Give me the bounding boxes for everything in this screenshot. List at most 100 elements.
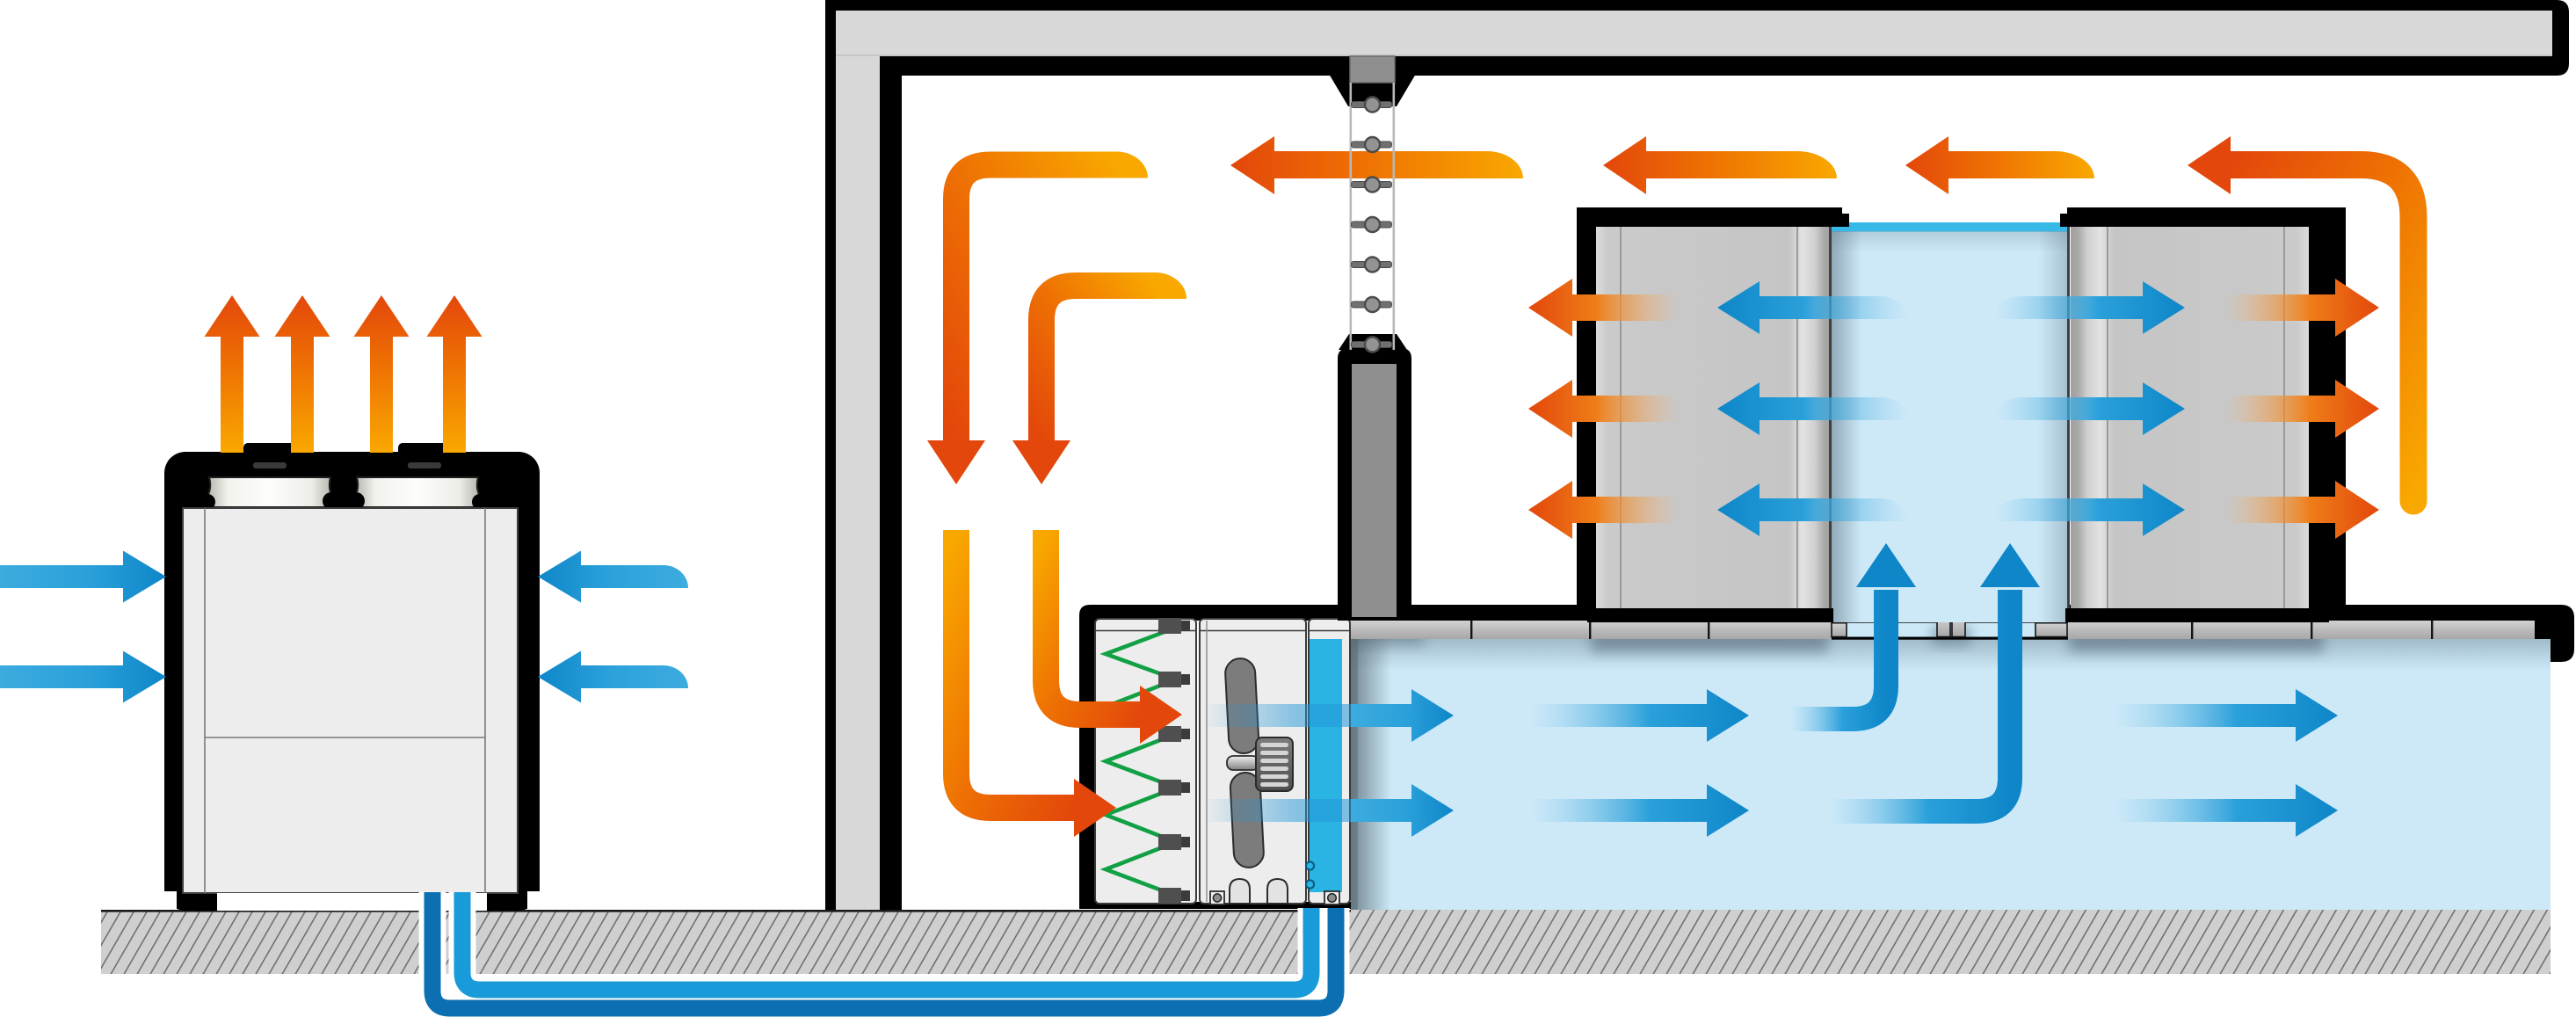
flex-duct-line: [1392, 83, 1396, 350]
coil-union-stub: [1181, 621, 1190, 631]
chiller-underbody-gap: [217, 893, 487, 911]
hot-down-shaft: [943, 151, 1118, 442]
coil-connector: [1158, 726, 1190, 742]
building-structure: [825, 0, 2569, 910]
fan-box-arch: [1229, 877, 1251, 904]
coil-union-stub: [1181, 890, 1190, 901]
hot-tail-swoosh: [1118, 151, 1148, 178]
crac-supply-section: [1304, 618, 1351, 905]
chiller-exhaust-arrows: [204, 295, 483, 453]
blue-arrow-right: [2114, 784, 2338, 837]
aisle-top-shadow: [1832, 231, 2068, 252]
grille-slat: [1260, 751, 1288, 755]
duct-column: [1352, 364, 1397, 617]
hot-arrow-right: [2226, 279, 2379, 337]
plenum-left-edge: [1351, 622, 1358, 910]
rack-left-base: [1587, 608, 1833, 622]
aisle-up-arrow-1: [1789, 543, 1916, 731]
tile-seam: [2431, 621, 2434, 639]
hot-tail-swoosh: [1157, 272, 1186, 299]
chiller-fan-cowl: [203, 476, 337, 508]
chiller-foot-notch: [164, 891, 177, 910]
cold-airflow: [0, 281, 2338, 837]
coil-union-body: [1158, 672, 1181, 687]
hot-arrow-up: [426, 295, 483, 453]
aisle-tile-piece: [1831, 621, 1847, 638]
caster-left: [1209, 890, 1225, 905]
blue-arrow-right: [1529, 689, 1749, 742]
grille-slats: [1260, 743, 1288, 787]
coil-connector: [1158, 780, 1190, 795]
blue-arrow-right: [0, 550, 166, 603]
blue-arrow-left: [538, 550, 688, 603]
grille-slat: [1260, 782, 1288, 787]
plenum-left-shadow: [1351, 622, 1391, 910]
blue-arrow-left: [1717, 382, 1909, 435]
clamp-bolt: [1363, 96, 1382, 113]
coil-connectors: [1158, 618, 1190, 904]
duct-clamp: [1351, 176, 1392, 193]
hot-arrow-up: [274, 295, 330, 453]
chiller-intake-left: [0, 550, 166, 703]
aisle-left-shadow: [1832, 231, 1861, 622]
hot-into-crac-upper: [1033, 530, 1182, 744]
duct-clamp: [1351, 295, 1392, 314]
hot-return-arrow-4: [2188, 136, 2427, 515]
blue-arrow-right: [1993, 382, 2185, 435]
coil-union-body: [1158, 726, 1181, 742]
duct-ceiling-collar: [1349, 55, 1396, 84]
blue-riser-shaft: [1789, 590, 1898, 731]
hot-downflow-outer: [927, 151, 1148, 484]
cowl-joint: [472, 494, 488, 510]
hot-arrow-up: [353, 295, 410, 453]
chiller-foot-notch: [527, 891, 540, 910]
fan-axle: [1226, 755, 1259, 771]
flex-duct-clamps: [1351, 96, 1392, 353]
coil-union-stub: [1181, 729, 1190, 739]
ceiling-seam: [836, 54, 2552, 56]
rack-right-exhaust: [2226, 279, 2379, 539]
tile-seam: [1589, 621, 1592, 639]
rack-right-base: [2065, 608, 2329, 622]
ground-top-line: [101, 910, 1351, 912]
coil-connector: [1158, 888, 1190, 904]
rack-right-top-cap: [2060, 207, 2346, 227]
tile-seams: [1470, 621, 2434, 639]
hot-arrow-right: [2226, 481, 2379, 539]
crac-coil-section: [1094, 618, 1197, 904]
coil-connector: [1158, 834, 1190, 850]
duct-clamp: [1351, 256, 1392, 273]
hot-return-arrow-1: [1230, 136, 1523, 194]
cold-plenum: [1336, 622, 2551, 910]
aisle-tile-piece: [2035, 621, 2068, 638]
crac-fan-section: [1199, 618, 1307, 905]
hot-arrow-head-left: [2188, 136, 2231, 194]
fan-box-arch: [1266, 877, 1288, 904]
aisle-up-arrow-2: [1828, 543, 2040, 824]
aisle-floor-bottom-line: [1832, 636, 2068, 640]
chiller-intake-right: [538, 550, 688, 703]
hot-arrow-head-right: [1140, 686, 1182, 744]
water-pipes: [418, 892, 1350, 1017]
wall-slab: [836, 11, 880, 910]
ceiling-slab: [836, 11, 2552, 56]
rack-left-top-cap: [1577, 207, 1849, 227]
hot-airflow: [204, 136, 2427, 837]
hot-downflow-inner: [1012, 272, 1186, 484]
blue-arrow-head-up: [1980, 543, 2040, 587]
coil-connector: [1158, 672, 1190, 687]
grille-slat: [1260, 759, 1288, 763]
chiller-cowl-joints: [200, 479, 488, 510]
coil-union-body: [1158, 834, 1181, 850]
flex-duct: [1349, 83, 1396, 353]
flex-duct-line: [1349, 83, 1353, 350]
chiller-unit: [164, 443, 540, 911]
coil-union-stub: [1181, 674, 1190, 685]
plenum-top-shadow: [1351, 639, 2551, 671]
duct-clamp: [1351, 215, 1392, 234]
aisle-right-shadow: [2038, 231, 2068, 622]
blue-arrow-right: [1993, 483, 2185, 536]
hot-into-crac-lower: [943, 530, 1116, 837]
